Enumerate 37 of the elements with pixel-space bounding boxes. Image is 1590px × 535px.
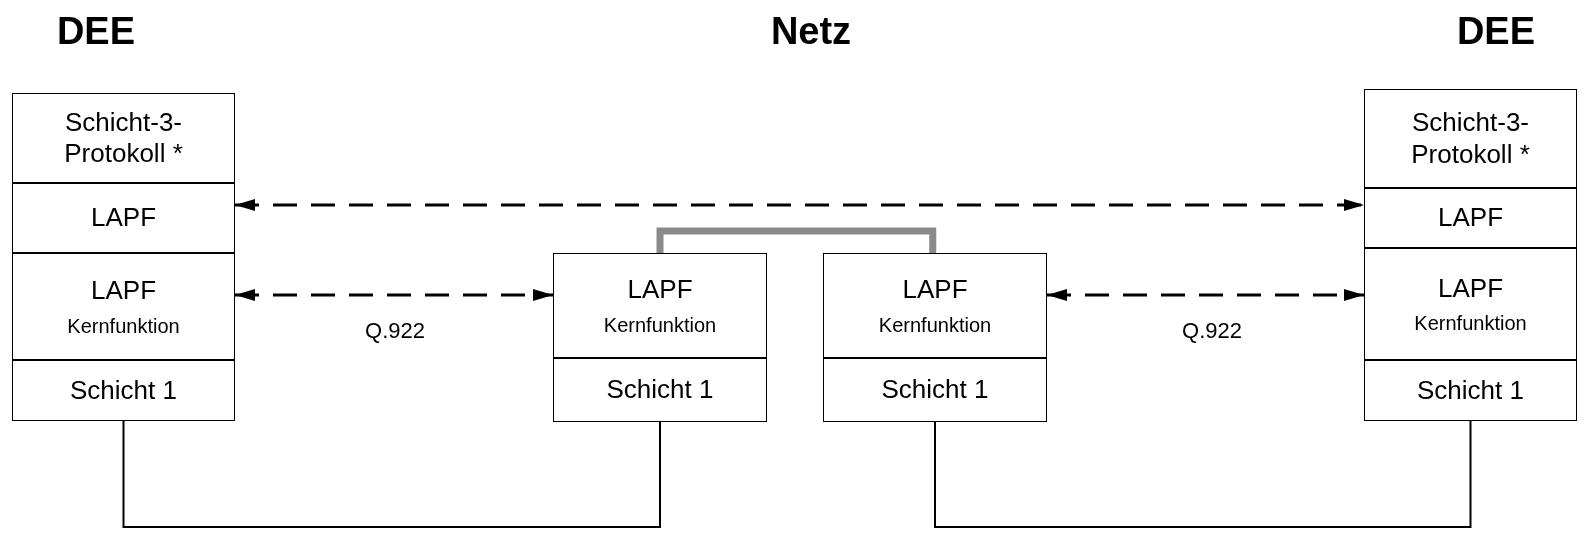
layer-box [553,253,767,358]
arrow [235,199,1364,211]
connector-line [122,420,661,528]
layer-name: LAPF [902,274,968,306]
layer-subtitle: Kernfunktion [1414,312,1527,336]
layer-subtitle: Kernfunktion [878,313,992,337]
layer-name: Schicht 1 [606,374,714,406]
layer-box [553,358,767,422]
layer-name: Schicht 1 [881,374,989,406]
layer-box [1364,248,1577,360]
layer-box [1364,89,1577,188]
layer-box [823,358,1047,422]
layer-name: LAPF [91,275,156,307]
layer-box [1364,188,1577,248]
layer-box [12,183,235,253]
layer-box [823,253,1047,358]
layer-box [12,360,235,421]
arrow [1047,289,1364,301]
layer-subtitle: Kernfunktion [603,313,717,337]
layer-name: LAPF [91,202,156,234]
layer-name: Schicht 1 [1417,374,1524,407]
column-heading: Netz [770,10,852,53]
layer-subtitle: Kernfunktion [67,314,180,338]
layer-name: LAPF [627,274,693,306]
column-heading: DEE [1456,10,1536,53]
layer-name: LAPF [1438,202,1503,234]
connector-line [934,420,1472,528]
layer-name: Schicht-3- Protokoll * [63,106,184,170]
layer-box [1364,360,1577,421]
arrow [235,289,553,301]
column-heading: DEE [56,10,136,53]
layer-name: LAPF [1438,272,1503,305]
layer-box [12,253,235,360]
layer-name: Schicht-3- Protokoll * [1410,107,1531,170]
layer-box [12,93,235,183]
connector-line [656,227,937,253]
layer-name: Schicht 1 [70,374,177,407]
